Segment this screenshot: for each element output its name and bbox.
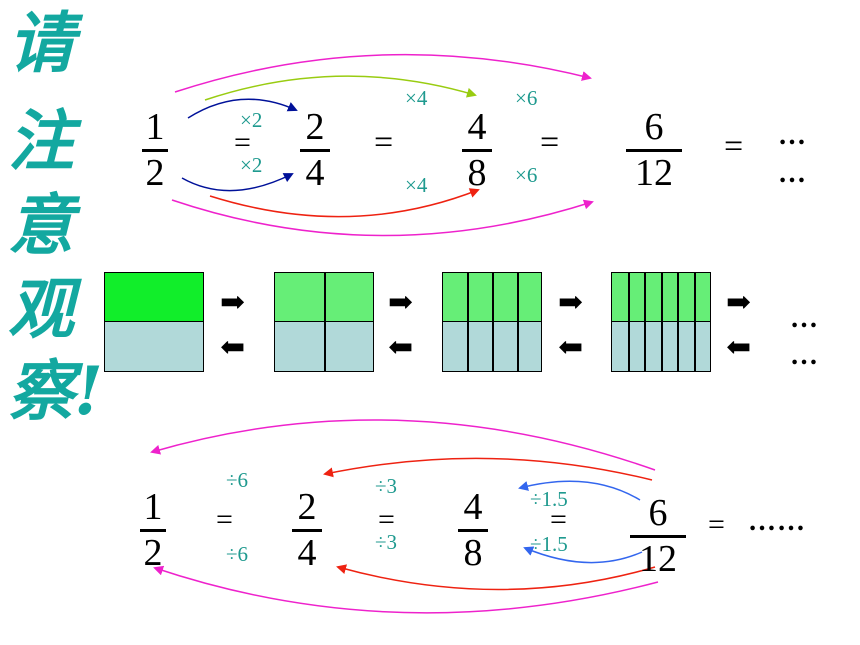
op-mul6-bottom: ×6	[515, 163, 538, 187]
arrow-top-half-to-quarter-lower	[181, 173, 294, 192]
fraction-bar	[292, 529, 322, 532]
op-div15-bottom: ÷1.5	[530, 532, 568, 556]
bottom-fraction-6-12: 6 12	[630, 494, 686, 578]
op-div6-top: ÷6	[226, 468, 249, 492]
model-trailing-dots-1: …	[790, 303, 819, 334]
arrow-bottom-sixth-to-eighth-upper	[518, 480, 641, 501]
op-mul2-top: ×2	[240, 108, 263, 132]
numerator: 2	[305, 106, 325, 148]
shaded-part	[105, 273, 203, 322]
right-arrow-icon: ➡	[558, 286, 584, 319]
right-arrow-icon: ➡	[726, 286, 752, 319]
top-trailing-dots-1: …	[778, 120, 807, 151]
numerator: 1	[143, 486, 163, 528]
fraction-bar	[462, 149, 492, 152]
top-equals-3: =	[540, 124, 560, 161]
arrow-top-half-to-eighth-lower	[209, 188, 480, 218]
model-box-quarters	[274, 272, 374, 372]
denominator: 12	[635, 152, 673, 194]
unshaded-part	[105, 322, 203, 371]
top-equals-1: =	[234, 126, 251, 159]
top-equals-4: =	[724, 128, 744, 165]
top-fraction-1-2: 1 2	[142, 108, 168, 192]
left-arrow-icon: ⬅	[388, 331, 414, 364]
top-fraction-2-4: 2 4	[300, 108, 330, 192]
title-char-2: 注	[8, 102, 74, 180]
op-div3-bottom: ÷3	[375, 530, 398, 554]
bottom-equals-3: =	[550, 503, 567, 536]
fraction-bar	[300, 149, 330, 152]
denominator: 4	[305, 152, 325, 194]
fraction-bar	[140, 529, 166, 532]
denominator: 2	[143, 532, 163, 574]
left-arrow-icon: ⬅	[558, 331, 584, 364]
arrow-bottom-sixth-to-quarter-upper	[323, 457, 653, 481]
arrow-top-half-to-eighth-upper	[204, 75, 477, 101]
fraction-bar	[142, 149, 168, 152]
op-div6-bottom: ÷6	[226, 542, 249, 566]
op-mul6-top: ×6	[515, 86, 538, 110]
divider-line	[467, 273, 469, 371]
divider-line	[694, 273, 696, 371]
divider-line	[644, 273, 646, 371]
top-trailing-dots-2: …	[778, 158, 807, 189]
arrow-top-half-to-quarter-upper	[187, 98, 298, 119]
op-mul4-top: ×4	[405, 86, 428, 110]
divider-line	[677, 273, 679, 371]
left-arrow-icon: ⬅	[726, 331, 752, 364]
bottom-fraction-1-2: 1 2	[140, 488, 166, 572]
numerator: 6	[648, 492, 668, 534]
fraction-bar	[630, 535, 686, 538]
top-equals-2: =	[374, 124, 394, 161]
denominator: 4	[297, 532, 317, 574]
model-box-eighths	[442, 272, 542, 372]
op-div15-top: ÷1.5	[530, 487, 568, 511]
numerator: 4	[463, 486, 483, 528]
bottom-fraction-2-4: 2 4	[292, 488, 322, 572]
arrow-bottom-sixth-to-half-upper	[150, 419, 656, 471]
arrow-top-half-to-sixth-upper	[174, 53, 592, 93]
numerator: 6	[644, 106, 664, 148]
left-arrow-icon: ⬅	[220, 331, 246, 364]
denominator: 12	[639, 538, 677, 580]
model-trailing-dots-2: …	[790, 340, 819, 371]
top-fraction-4-8: 4 8	[462, 108, 492, 192]
bottom-equals-1: =	[216, 503, 233, 536]
title-char-3: 意	[8, 186, 74, 264]
title-char-1: 请	[8, 4, 74, 82]
op-div3-top: ÷3	[375, 474, 398, 498]
bottom-equals-2: =	[378, 503, 395, 536]
op-mul2-bottom: ×2	[240, 153, 263, 177]
numerator: 2	[297, 486, 317, 528]
divider-line	[628, 273, 630, 371]
title-char-5: 察!	[8, 352, 103, 430]
divider-line	[517, 273, 519, 371]
divider-line	[661, 273, 663, 371]
right-arrow-icon: ➡	[220, 286, 246, 319]
arrow-bottom-sixth-to-eighth-lower	[523, 546, 643, 564]
arrow-bottom-sixth-to-quarter-lower	[336, 564, 656, 591]
title-char-4: 观	[8, 270, 74, 348]
denominator: 8	[463, 532, 483, 574]
numerator: 4	[467, 106, 487, 148]
arrow-bottom-sixth-to-half-lower	[153, 565, 659, 614]
denominator: 2	[145, 152, 165, 194]
numerator: 1	[145, 106, 165, 148]
bottom-fraction-4-8: 4 8	[458, 488, 488, 572]
model-box-halves	[104, 272, 204, 372]
right-arrow-icon: ➡	[388, 286, 414, 319]
model-box-twelfths	[611, 272, 711, 372]
op-mul4-bottom: ×4	[405, 173, 428, 197]
top-fraction-6-12: 6 12	[626, 108, 682, 192]
fraction-bar	[626, 149, 682, 152]
bottom-equals-4: =	[708, 508, 725, 541]
fraction-bar	[458, 529, 488, 532]
divider-line	[324, 273, 326, 371]
arrow-top-half-to-sixth-lower	[171, 199, 594, 237]
divider-line	[492, 273, 494, 371]
denominator: 8	[467, 152, 487, 194]
bottom-trailing-dots: ……	[748, 506, 806, 537]
